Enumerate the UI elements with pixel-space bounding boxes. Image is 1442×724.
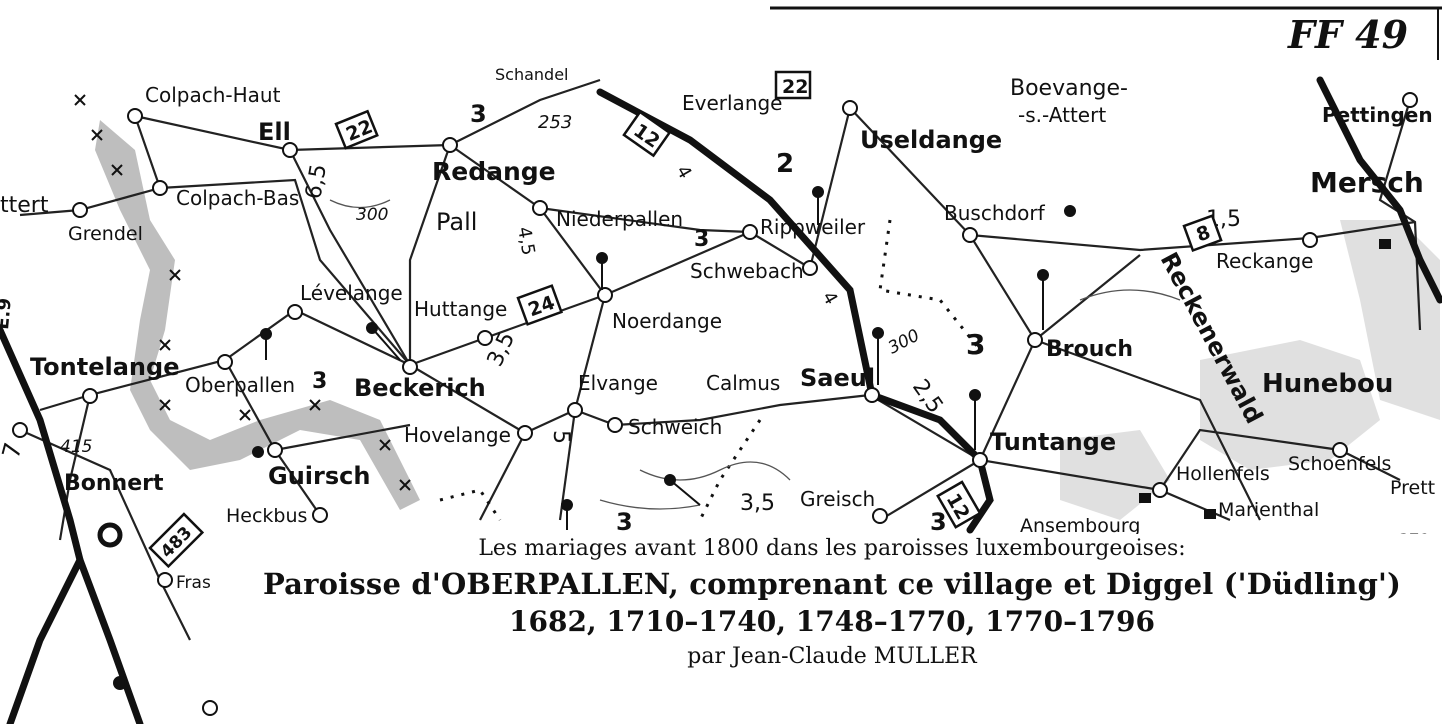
label-huttange: Huttange	[414, 297, 507, 321]
label-ell: Ell	[258, 118, 291, 146]
map-number-d300b: 300	[885, 326, 923, 359]
label-guirsch: Guirsch	[268, 462, 370, 490]
road-badge-e9: E.9	[0, 297, 16, 330]
map-number-d253: 253	[538, 112, 572, 133]
label-oberpallen: Oberpallen	[185, 373, 295, 397]
label-rippweiler: Rippweiler	[760, 215, 866, 239]
parish-title: Paroisse d'OBERPALLEN, comprenant ce vil…	[262, 567, 1402, 601]
map-number-d4-5: 4,5	[513, 225, 539, 257]
place-labels: Schandel Colpach-Haut Ell Redange Everla…	[0, 65, 1435, 593]
road-badge-22-west: 22	[334, 109, 379, 150]
label-colpach-bas: Colpach-Bas	[176, 186, 299, 210]
label-saeul: Saeul	[800, 364, 875, 392]
map-number-e9: E.9	[0, 297, 16, 330]
label-schandel: Schandel	[495, 65, 568, 84]
label-redange: Redange	[432, 157, 556, 186]
map-number-d4b: 4	[818, 288, 842, 308]
map-number-d2: 2	[776, 149, 794, 179]
road-badge-24: 24	[516, 284, 564, 326]
map-number-d6-5: 6,5	[301, 162, 332, 201]
label-schwebach: Schwebach	[690, 259, 804, 283]
label-fras: Fras	[176, 573, 211, 593]
label-beckerich: Beckerich	[354, 374, 486, 402]
title-block: Les mariages avant 1800 dans les paroiss…	[222, 534, 1442, 724]
label-useldange: Useldange	[860, 126, 1002, 154]
hatched-border-area	[95, 120, 420, 510]
label-pall: Pall	[436, 208, 477, 236]
label-tuntange: Tuntange	[990, 428, 1116, 456]
map-number-d3f: 3	[930, 508, 947, 536]
map-number-d4a: 4	[672, 162, 696, 182]
map-number-d3b: 3	[694, 227, 709, 252]
label-hovelange: Hovelange	[404, 423, 511, 447]
label-marienthal: Marienthal	[1218, 499, 1319, 521]
label-hollenfels: Hollenfels	[1176, 463, 1270, 485]
map-number-d3c: 3	[966, 328, 985, 361]
label-mersch: Mersch	[1310, 166, 1424, 199]
label-everlange: Everlange	[682, 91, 783, 115]
label-schweich: Schweich	[628, 415, 722, 439]
label-grendel: Grendel	[68, 223, 143, 245]
road-badge-483: 483	[148, 512, 205, 569]
label-calmus: Calmus	[706, 371, 780, 395]
series-title: Les mariages avant 1800 dans les paroiss…	[478, 536, 1186, 561]
label-tontelange: Tontelange	[30, 353, 179, 381]
label-elvange: Elvange	[578, 371, 658, 395]
map-number-d300a: 300	[356, 205, 388, 225]
label-buschdorf: Buschdorf	[944, 201, 1046, 225]
map-number-d5: 5	[548, 430, 573, 444]
dotted-paths	[439, 219, 982, 521]
label-schoenfels: Schoenfels	[1288, 453, 1391, 475]
label-boevange: Boevange-	[1010, 76, 1128, 101]
border-crosses	[74, 94, 411, 491]
year-ranges: 1682, 1710–1740, 1748–1770, 1770–1796	[509, 605, 1155, 638]
map-number-d3-5b: 3,5	[740, 491, 775, 516]
map-number-d7: 7	[0, 440, 28, 462]
label-greisch: Greisch	[800, 487, 875, 511]
label-niederpallen: Niederpallen	[556, 207, 683, 231]
road-badge-8: 8	[1182, 214, 1223, 253]
map-number-d3a: 3	[470, 100, 487, 128]
label-heckbus: Heckbus	[226, 505, 307, 527]
label-reckange: Reckange	[1216, 249, 1313, 273]
contours	[329, 199, 1181, 510]
road-badge-22-north: 22	[774, 70, 812, 100]
label-colpach-haut: Colpach-Haut	[145, 83, 281, 107]
label-ansembourg: Ansembourg	[1020, 515, 1140, 537]
label-s-attert: -s.-Attert	[1018, 103, 1106, 127]
map-number-d3d: 3	[312, 369, 327, 394]
label-hunebour: Hunebou	[1262, 369, 1393, 399]
label-levelange: Lévelange	[300, 281, 403, 305]
label-prett: Prett	[1390, 477, 1435, 499]
label-noerdange: Noerdange	[612, 309, 722, 333]
map-number-r22a: 22	[782, 76, 808, 98]
label-brouch: Brouch	[1046, 337, 1133, 362]
label-attert: ttert	[0, 193, 49, 218]
road-number-badges: 22 22 12 12 24 8 483 E.9	[0, 70, 1223, 569]
label-bonnert: Bonnert	[64, 471, 164, 496]
label-pettingen: Pettingen	[1322, 103, 1433, 127]
town-markers	[12, 92, 1418, 716]
map-number-d3e: 3	[616, 508, 633, 536]
author-line: par Jean-Claude MULLER	[687, 644, 977, 669]
road-badge-12-north: 12	[622, 110, 672, 158]
archive-reference-mark: FF 49	[1288, 12, 1409, 57]
map-number-d415: 415	[60, 437, 92, 457]
church-pins	[113, 186, 1391, 690]
